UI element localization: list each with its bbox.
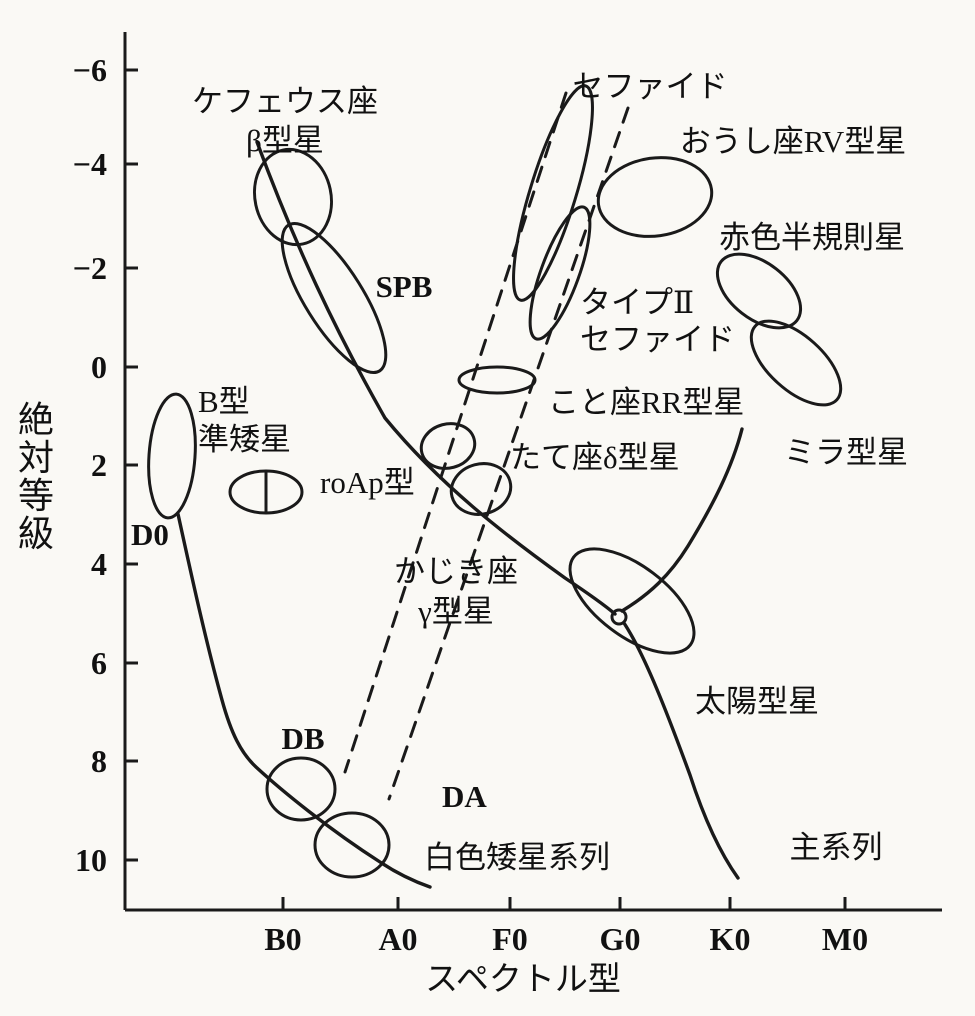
red-semiregular-region xyxy=(715,252,803,330)
delta-scuti-label: たて座δ型星 xyxy=(510,440,680,475)
mira-label: ミラ型星 xyxy=(784,435,908,470)
cepheid-region xyxy=(512,84,594,302)
y-tick-label: 2 xyxy=(91,447,107,483)
x-tick-label: M0 xyxy=(822,921,868,957)
sun-loop-region xyxy=(610,608,628,626)
spb-region xyxy=(280,221,388,375)
main-sequence-lower xyxy=(622,621,740,880)
instability-strip-right xyxy=(387,106,630,801)
y-tick-label: 4 xyxy=(91,546,107,582)
solar-type-region xyxy=(568,547,696,655)
red-semiregular-label: 赤色半規則星 xyxy=(719,220,905,255)
da-white-dwarf-region xyxy=(313,811,391,879)
beta-cephei-region xyxy=(253,147,333,247)
rv-tauri-label: おうし座RV型星 xyxy=(680,124,907,159)
solar-type-label: 太陽型星 xyxy=(695,684,819,719)
db-white-dwarf-label: DB xyxy=(281,721,324,756)
x-tick-label: F0 xyxy=(492,921,528,957)
gamma-doradus-region xyxy=(449,462,513,516)
delta-scuti-region xyxy=(419,422,477,470)
giant-branch-track xyxy=(620,427,744,613)
do-white-dwarf-label: D0 xyxy=(131,517,169,552)
rv-tauri-region xyxy=(596,156,714,238)
x-tick-label: A0 xyxy=(378,921,417,957)
y-tick-label: 6 xyxy=(91,645,107,681)
white-dwarf-sequence-label: 白色矮星系列 xyxy=(424,840,610,875)
rr-lyrae-label: こと座RR型星 xyxy=(548,385,744,420)
da-white-dwarf-label: DA xyxy=(442,779,487,814)
y-tick-label: 10 xyxy=(75,842,107,878)
main-sequence-upper xyxy=(255,140,617,616)
do-white-dwarf-region xyxy=(147,392,197,520)
mira-region xyxy=(749,319,843,407)
b-subdwarf-label: B型準矮星 xyxy=(198,384,291,457)
x-tick-label: G0 xyxy=(600,921,641,957)
white-dwarf-sequence xyxy=(176,512,432,889)
db-white-dwarf-region xyxy=(265,756,337,822)
y-tick-label: −2 xyxy=(73,250,107,286)
type-ii-cepheid-region xyxy=(528,205,592,341)
y-tick-label: 8 xyxy=(91,743,107,779)
instability-strip-left xyxy=(343,91,568,774)
x-axis-title: スペクトル型 xyxy=(425,962,621,998)
rr-lyrae-region xyxy=(457,365,537,395)
y-tick-label: 0 xyxy=(91,349,107,385)
y-tick-label: −4 xyxy=(73,146,107,182)
spb-label: SPB xyxy=(376,269,433,304)
x-tick-label: B0 xyxy=(264,921,301,957)
main-sequence-label: 主系列 xyxy=(790,830,883,865)
y-axis-title: 絶対等級 xyxy=(18,400,54,554)
cepheid-label: セファイド xyxy=(573,69,728,104)
x-tick-label: K0 xyxy=(710,921,751,957)
y-tick-label: −6 xyxy=(73,52,107,88)
roap-label: roAp型 xyxy=(320,465,415,500)
